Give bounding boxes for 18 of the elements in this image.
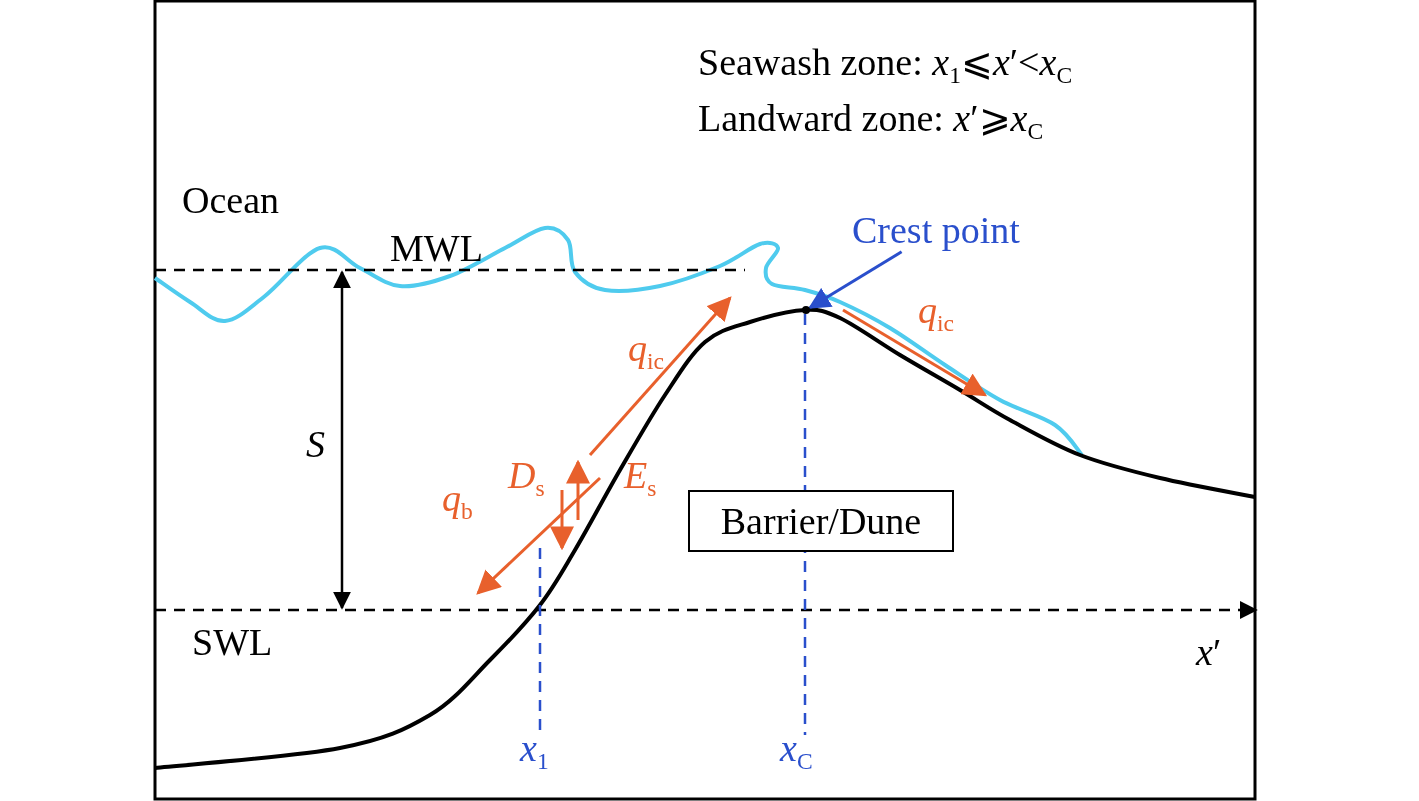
flux-label: q$_{ic}$ <box>918 290 954 332</box>
dimension-label: S <box>306 424 325 466</box>
position-label: x$_{1}$ <box>520 728 549 770</box>
callout-text: Crest point <box>852 210 1020 252</box>
water-level-label: MWL <box>390 228 483 270</box>
leader-line <box>808 250 903 309</box>
crest-point <box>802 306 810 314</box>
zone-definition: Landward zone: x′⩾x$_{C}$ <box>698 98 1044 140</box>
region-label: Ocean <box>182 180 280 222</box>
axis-label: x′ <box>1196 632 1222 674</box>
position-label: x$_{C}$ <box>780 728 813 770</box>
water-level-label: SWL <box>192 622 273 664</box>
flux-label: q$_{b}$ <box>442 478 473 520</box>
flux-label: D$_{s}$ <box>508 455 545 497</box>
zone-definition: Seawash zone: x$_{1}$⩽x′<x$_{C}$ <box>698 42 1073 84</box>
structure-label-box: Barrier/Dune <box>688 490 954 552</box>
flux-label: E$_{s}$ <box>624 455 657 497</box>
flux-label: q$_{ic}$ <box>628 328 664 370</box>
